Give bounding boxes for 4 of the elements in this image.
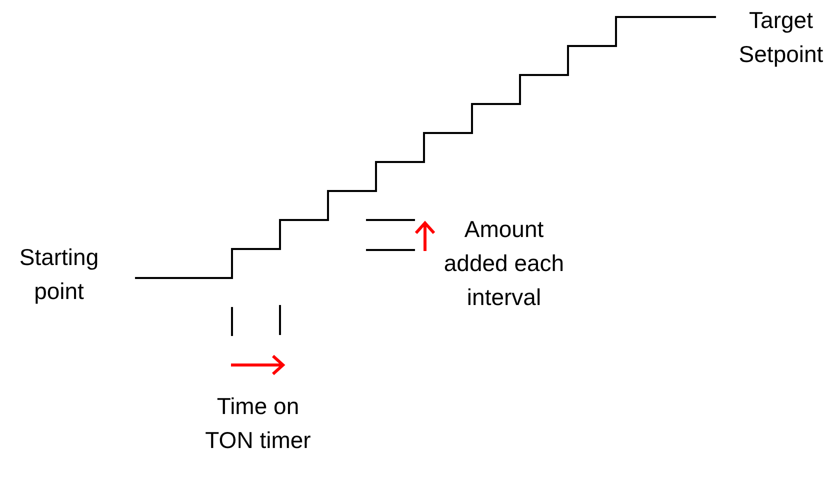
annotation-text: Time on TON timer [204, 392, 312, 455]
annotation-text: Amount added each interval [442, 215, 566, 312]
axis-label: Starting point [18, 243, 100, 306]
axis-label: Target Setpoint [738, 6, 824, 69]
